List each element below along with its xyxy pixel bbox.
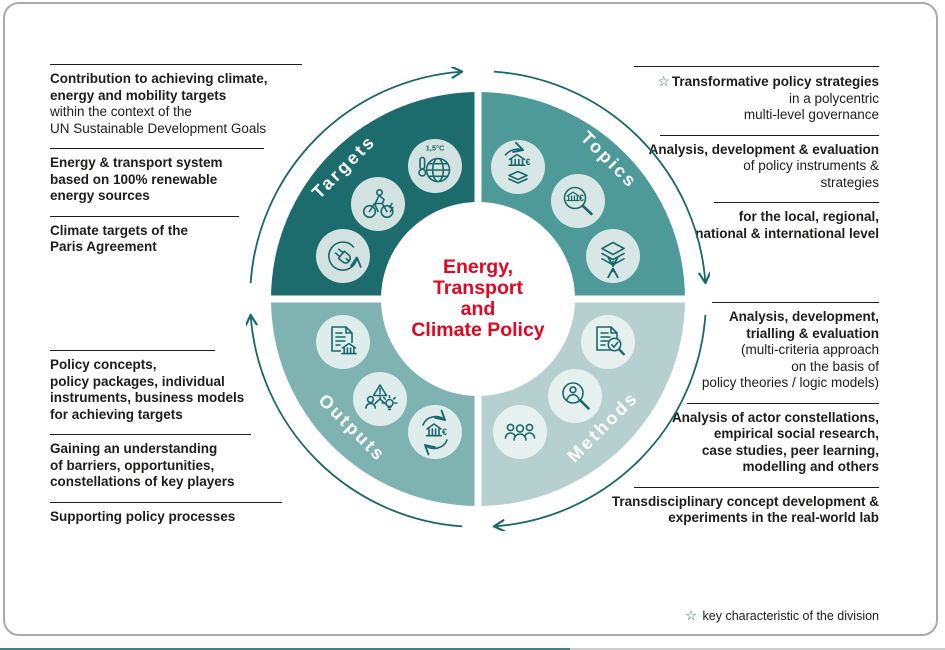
actor-group-people-icon: [493, 405, 547, 459]
star-icon: ☆: [684, 608, 698, 623]
note-transdisciplinary: Transdisciplinary concept development & …: [577, 494, 879, 527]
note-bold-text: Gaining an understanding of barriers, op…: [50, 441, 235, 489]
euro-symbol: €: [579, 193, 584, 203]
left-bottom-notes: Policy concepts, policy packages, indivi…: [50, 350, 306, 536]
note-regular-text: in a polycentric multi-level governance: [743, 90, 879, 123]
evaluation-document-check-icon: [581, 315, 635, 369]
center-title: Energy, Transport and Climate Policy: [411, 256, 545, 341]
note-actor-constellations: Analysis of actor constellations, empiri…: [577, 410, 879, 476]
policy-cycle-diagram: Targets Topics Outputs Methods 1,5°C: [246, 67, 710, 531]
multi-level-layers-icon: [586, 229, 640, 283]
left-top-notes: Contribution to achieving climate, energ…: [50, 64, 306, 267]
note-levels: for the local, regional, national & inte…: [577, 209, 879, 242]
note-bold-text: ☆Transformative policy strategies: [577, 73, 879, 91]
note-bold-text: Analysis, development, trialling & evalu…: [728, 309, 879, 341]
climate-1-5-degree-globe-icon: 1,5°C: [408, 139, 462, 193]
note-supporting: Supporting policy processes: [50, 509, 306, 526]
divider: [50, 501, 282, 503]
policy-instruments-cycle-layers-icon: €: [491, 140, 545, 194]
policy-document-institution-icon: [316, 315, 370, 369]
cycle-arrow-left-to-top: [249, 67, 464, 284]
note-regular-text: of policy instruments & strategies: [743, 158, 879, 190]
center-disc: [381, 202, 575, 396]
globe-temperature-label: 1,5°C: [426, 144, 445, 153]
divider: [714, 202, 879, 203]
divider: [50, 215, 239, 217]
euro-symbol: €: [525, 157, 530, 167]
note-regular-text: (multi-criteria approach on the basis of…: [701, 342, 879, 390]
cycle-arrow-bottom-to-left: [246, 313, 463, 528]
note-bold-text: Energy & transport system based on 100% …: [50, 155, 223, 203]
divider: [660, 134, 879, 136]
divider: [712, 302, 879, 303]
note-bold-text: Analysis of actor constellations, empiri…: [671, 409, 879, 475]
divider: [634, 486, 879, 488]
divider: [687, 402, 879, 404]
divider: [50, 434, 251, 435]
note-bold-text: Transdisciplinary concept development & …: [611, 493, 879, 526]
legend-text: key characteristic of the division: [702, 609, 879, 623]
note-bold-text: Supporting policy processes: [50, 508, 236, 524]
renewable-plug-cycle-icon: [316, 229, 370, 283]
note-renewable: Energy & transport system based on 100% …: [50, 155, 306, 205]
note-bold-text: Contribution to achieving climate, energ…: [50, 71, 268, 103]
note-regular-text: within the context of the UN Sustainable…: [50, 104, 267, 136]
note-policy-concepts: Policy concepts, policy packages, indivi…: [50, 357, 306, 423]
note-barriers: Gaining an understanding of barriers, op…: [50, 441, 306, 491]
euro-symbol: €: [442, 427, 447, 437]
note-bold-text: Policy concepts, policy packages, indivi…: [50, 357, 245, 422]
note-paris: Climate targets of the Paris Agreement: [50, 223, 306, 256]
divider: [634, 66, 879, 67]
social-research-person-magnifier-icon: [548, 369, 602, 423]
cycle-arrow-right-to-bottom: [492, 314, 707, 531]
note-analysis-instruments: Analysis, development & evaluation of po…: [577, 142, 879, 192]
divider: [50, 350, 215, 351]
institution-euro-cycle-icon: €: [408, 405, 462, 459]
bottom-edge-gray: [570, 648, 945, 650]
right-top-notes: ☆Transformative policy strategies in a p…: [577, 66, 879, 253]
legend: ☆ key characteristic of the division: [685, 608, 879, 624]
note-transformative: ☆Transformative policy strategies in a p…: [577, 73, 879, 124]
note-bold-text: Analysis, development & evaluation: [648, 141, 879, 157]
star-icon: ☆: [657, 73, 670, 89]
bottom-edge-teal: [0, 648, 570, 650]
note-bold-text: Climate targets of the Paris Agreement: [50, 222, 189, 255]
note-bold-text: for the local, regional, national & inte…: [695, 209, 879, 241]
policy-analysis-magnifier-icon: €: [551, 174, 605, 228]
divider: [50, 148, 264, 149]
barriers-opportunities-actors-icon: [353, 372, 407, 426]
divider: [50, 64, 302, 65]
page-card: Contribution to achieving climate, energ…: [3, 2, 938, 636]
ebike-cyclist-icon: [351, 177, 405, 231]
note-bold-inline: Transformative policy strategies: [671, 74, 879, 89]
note-sdg: Contribution to achieving climate, energ…: [50, 71, 306, 137]
note-trialling: Analysis, development, trialling & evalu…: [577, 309, 879, 392]
cycle-arrow-top-to-right: [493, 70, 710, 285]
right-bottom-notes: Analysis, development, trialling & evalu…: [577, 302, 879, 538]
